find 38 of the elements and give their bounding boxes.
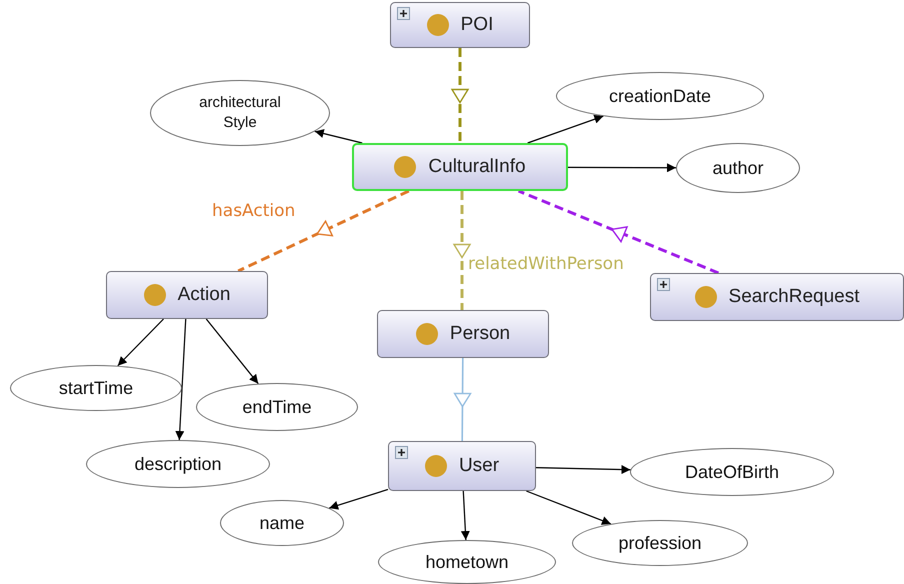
attribute-name: endTime: [242, 396, 312, 418]
attribute-name: profession: [618, 532, 702, 554]
attribute-name: DateOfBirth: [684, 461, 780, 483]
arrow: [206, 318, 259, 384]
attribute-name: description: [134, 453, 222, 475]
class-box: [390, 2, 530, 48]
class-box: [106, 271, 268, 319]
attribute-ellipse: [10, 365, 182, 411]
arrow: [175, 318, 186, 440]
arrow: [451, 48, 469, 143]
class-box: [352, 143, 568, 191]
arrow: [238, 190, 410, 272]
arrow: [117, 318, 164, 366]
arrow: [526, 490, 612, 525]
class-name: Person: [450, 322, 510, 346]
arrow: [518, 190, 720, 274]
attribute-name: author: [712, 157, 764, 179]
arrow: [527, 114, 604, 144]
arrow: [453, 191, 471, 310]
class-name: Action: [178, 283, 230, 307]
class-name: User: [458, 454, 500, 478]
class-name: POI: [460, 13, 494, 37]
attribute-name: creationDate: [608, 85, 712, 107]
attribute-name: hometown: [425, 551, 509, 573]
arrow: [536, 465, 630, 474]
attribute-name: startTime: [58, 377, 134, 399]
class-name: CulturalInfo: [428, 155, 526, 179]
arrow: [314, 129, 362, 144]
arrow: [454, 358, 472, 441]
class-name: SearchRequest: [728, 285, 860, 309]
attribute-name: architectural Style: [198, 93, 282, 133]
arrow: [568, 163, 676, 172]
class-box: [377, 310, 549, 358]
attribute-name: name: [259, 512, 305, 534]
class-box: [388, 441, 536, 491]
arrow: [460, 490, 470, 540]
class-box: [650, 273, 904, 321]
arrow: [328, 488, 388, 510]
